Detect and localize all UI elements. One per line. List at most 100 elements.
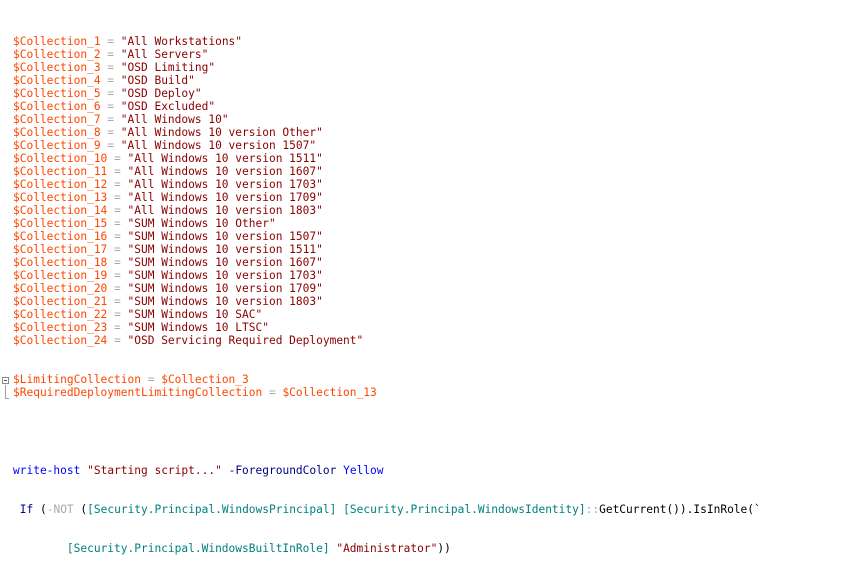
string-token: "All Windows 10 version 1703" xyxy=(127,178,323,191)
string-token: "OSD Limiting" xyxy=(120,61,216,74)
string-token: "Administrator" xyxy=(336,542,438,555)
space xyxy=(330,542,337,555)
operator-token: = xyxy=(107,191,128,204)
operator-token: = xyxy=(100,100,121,113)
operator-token: = xyxy=(107,165,128,178)
code-line: $Collection_11 = "All Windows 10 version… xyxy=(13,165,761,178)
operator-token: = xyxy=(100,74,121,87)
operator-token: = xyxy=(107,217,128,230)
operator-token: = xyxy=(100,35,121,48)
string-token: "All Windows 10" xyxy=(120,113,229,126)
collapse-region-icon[interactable] xyxy=(2,377,9,384)
type-token: [Security.Principal.WindowsBuiltInRole] xyxy=(66,542,330,555)
variable-token: $Collection_3 xyxy=(161,373,249,386)
blank-line xyxy=(13,425,761,438)
operator-token: = xyxy=(107,204,128,217)
variable-token: $RequiredDeploymentLimitingCollection xyxy=(13,386,263,399)
parameter-token: -ForegroundColor xyxy=(228,464,337,477)
variable-assignments: $LimitingCollection = $Collection_3$Requ… xyxy=(13,373,761,399)
code-line: $Collection_22 = "SUM Windows 10 SAC" xyxy=(13,308,761,321)
string-token: "All Windows 10 version 1607" xyxy=(127,165,323,178)
code-line: $LimitingCollection = $Collection_3 xyxy=(13,373,761,386)
script-editor-pane[interactable]: $Collection_1 = "All Workstations"$Colle… xyxy=(0,0,842,555)
operator-token: = xyxy=(100,61,121,74)
code-line: $Collection_23 = "SUM Windows 10 LTSC" xyxy=(13,321,761,334)
cmdlet-token: write-host xyxy=(13,464,81,477)
code-line: $Collection_17 = "SUM Windows 10 version… xyxy=(13,243,761,256)
string-token: "SUM Windows 10 version 1507" xyxy=(127,230,323,243)
variable-token: $Collection_22 xyxy=(13,308,108,321)
operator-token: = xyxy=(107,230,128,243)
operator-token: = xyxy=(100,139,121,152)
paren-token: ( xyxy=(73,503,88,516)
string-token: "All Workstations" xyxy=(120,35,243,48)
variable-token: $Collection_7 xyxy=(13,113,101,126)
editor-gutter xyxy=(0,0,12,405)
variable-token: $Collection_20 xyxy=(13,282,108,295)
code-line: $Collection_7 = "All Windows 10" xyxy=(13,113,761,126)
code-line: $Collection_4 = "OSD Build" xyxy=(13,74,761,87)
operator-token: = xyxy=(107,334,128,347)
variable-token: $Collection_12 xyxy=(13,178,108,191)
code-line-if: If (-NOT ([Security.Principal.WindowsPri… xyxy=(13,503,761,516)
paren-token: ( xyxy=(33,503,47,516)
code-line: $Collection_18 = "SUM Windows 10 version… xyxy=(13,256,761,269)
collection-assignments: $Collection_1 = "All Workstations"$Colle… xyxy=(13,35,761,347)
variable-token: $Collection_8 xyxy=(13,126,101,139)
string-token: "All Windows 10 version 1507" xyxy=(120,139,317,152)
variable-token: $Collection_16 xyxy=(13,230,108,243)
operator-token: = xyxy=(107,243,128,256)
string-token: "Starting script..." xyxy=(87,464,222,477)
code-line: $Collection_13 = "All Windows 10 version… xyxy=(13,191,761,204)
code-line: $Collection_24 = "OSD Servicing Required… xyxy=(13,334,761,347)
code-line: $RequiredDeploymentLimitingCollection = … xyxy=(13,386,761,399)
variable-token: $Collection_5 xyxy=(13,87,101,100)
variable-token: $Collection_21 xyxy=(13,295,108,308)
string-token: "SUM Windows 10 Other" xyxy=(127,217,276,230)
variable-token: $Collection_23 xyxy=(13,321,108,334)
member-token: GetCurrent()).IsInRole(` xyxy=(599,503,761,516)
string-token: "SUM Windows 10 version 1607" xyxy=(127,256,323,269)
variable-token: $Collection_15 xyxy=(13,217,108,230)
code-line: $Collection_16 = "SUM Windows 10 version… xyxy=(13,230,761,243)
operator-token: = xyxy=(107,269,128,282)
code-line: $Collection_5 = "OSD Deploy" xyxy=(13,87,761,100)
fold-guide-line xyxy=(5,385,6,399)
operator-token: = xyxy=(140,373,162,386)
operator-token: -NOT xyxy=(46,503,74,516)
code-line: $Collection_8 = "All Windows 10 version … xyxy=(13,126,761,139)
code-line: $Collection_6 = "OSD Excluded" xyxy=(13,100,761,113)
operator-token: = xyxy=(107,152,128,165)
code-line: $Collection_15 = "SUM Windows 10 Other" xyxy=(13,217,761,230)
variable-token: $Collection_13 xyxy=(282,386,377,399)
code-line: $Collection_1 = "All Workstations" xyxy=(13,35,761,48)
code-line: $Collection_2 = "All Servers" xyxy=(13,48,761,61)
indent xyxy=(13,503,20,516)
variable-token: $Collection_13 xyxy=(13,191,108,204)
paren-token: )) xyxy=(437,542,451,555)
operator-token: = xyxy=(100,87,121,100)
code-line: $Collection_19 = "SUM Windows 10 version… xyxy=(13,269,761,282)
argument-token: Yellow xyxy=(343,464,384,477)
string-token: "SUM Windows 10 version 1709" xyxy=(127,282,323,295)
variable-token: $Collection_10 xyxy=(13,152,108,165)
operator-token: = xyxy=(107,321,128,334)
variable-token: $Collection_9 xyxy=(13,139,101,152)
string-token: "SUM Windows 10 version 1803" xyxy=(127,295,323,308)
string-token: "All Windows 10 version 1511" xyxy=(127,152,323,165)
variable-token: $Collection_11 xyxy=(13,165,108,178)
code-line: $Collection_9 = "All Windows 10 version … xyxy=(13,139,761,152)
string-token: "SUM Windows 10 version 1511" xyxy=(127,243,323,256)
operator-token: = xyxy=(107,308,128,321)
type-token: [Security.Principal.WindowsIdentity] xyxy=(343,503,586,516)
operator-token: = xyxy=(107,282,128,295)
string-token: "OSD Excluded" xyxy=(120,100,216,113)
string-token: "SUM Windows 10 SAC" xyxy=(127,308,263,321)
variable-token: $Collection_17 xyxy=(13,243,108,256)
string-token: "All Servers" xyxy=(120,48,209,61)
code-area[interactable]: $Collection_1 = "All Workstations"$Colle… xyxy=(13,9,761,581)
code-line: $Collection_14 = "All Windows 10 version… xyxy=(13,204,761,217)
operator-token: = xyxy=(100,48,121,61)
code-line: $Collection_21 = "SUM Windows 10 version… xyxy=(13,295,761,308)
operator-token: = xyxy=(107,295,128,308)
